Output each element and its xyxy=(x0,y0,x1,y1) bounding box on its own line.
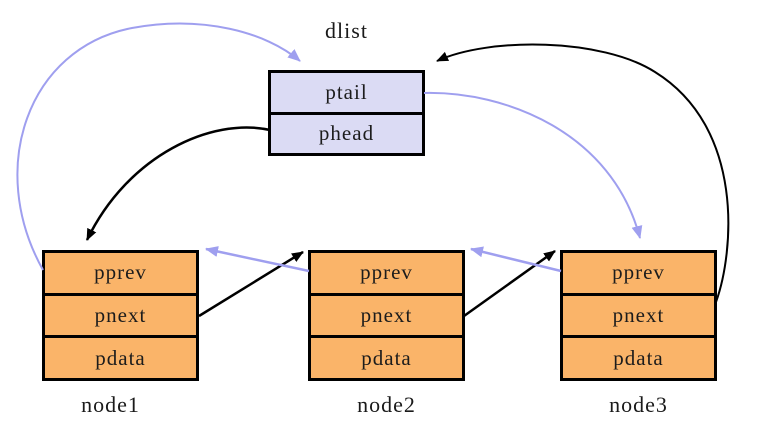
node2-field-pnext: pnext xyxy=(311,292,462,336)
arrow-node1-pnext-to-node2 xyxy=(198,250,304,318)
node1-field-pprev: pprev xyxy=(94,260,147,285)
node3-field-pnext: pnext xyxy=(563,292,714,336)
node2-label: node2 xyxy=(357,392,416,417)
node1-field-pdata: pdata xyxy=(45,335,196,378)
arrow-node2-pnext-to-node3 xyxy=(463,249,556,318)
node1-field-pnext: pnext xyxy=(45,292,196,336)
node2-field-pdata: pdata xyxy=(311,335,462,378)
node2-box: pprev pnext pdata xyxy=(308,250,465,381)
arrow-dlist-phead-to-node1 xyxy=(85,126,271,241)
dlist-label: dlist xyxy=(325,18,368,43)
arrow-node2-pprev-to-node1 xyxy=(205,246,310,273)
dlist-field-phead: phead xyxy=(271,111,422,154)
node3-box: pprev pnext pdata xyxy=(560,250,717,381)
node1-label: node1 xyxy=(81,392,140,417)
node3-label: node3 xyxy=(609,392,668,417)
arrow-node1-pprev-to-dlist xyxy=(16,22,301,271)
node3-field-pprev: pprev xyxy=(612,260,665,285)
node2-field-pprev: pprev xyxy=(360,260,413,285)
dlist-box: ptail phead xyxy=(268,70,425,156)
arrow-node3-pprev-to-node2 xyxy=(470,246,562,273)
node3-field-pdata: pdata xyxy=(563,335,714,378)
node1-box: pprev pnext pdata xyxy=(42,250,199,381)
arrow-dlist-ptail-to-node3 xyxy=(423,91,643,239)
dlist-field-ptail: ptail xyxy=(325,79,368,104)
